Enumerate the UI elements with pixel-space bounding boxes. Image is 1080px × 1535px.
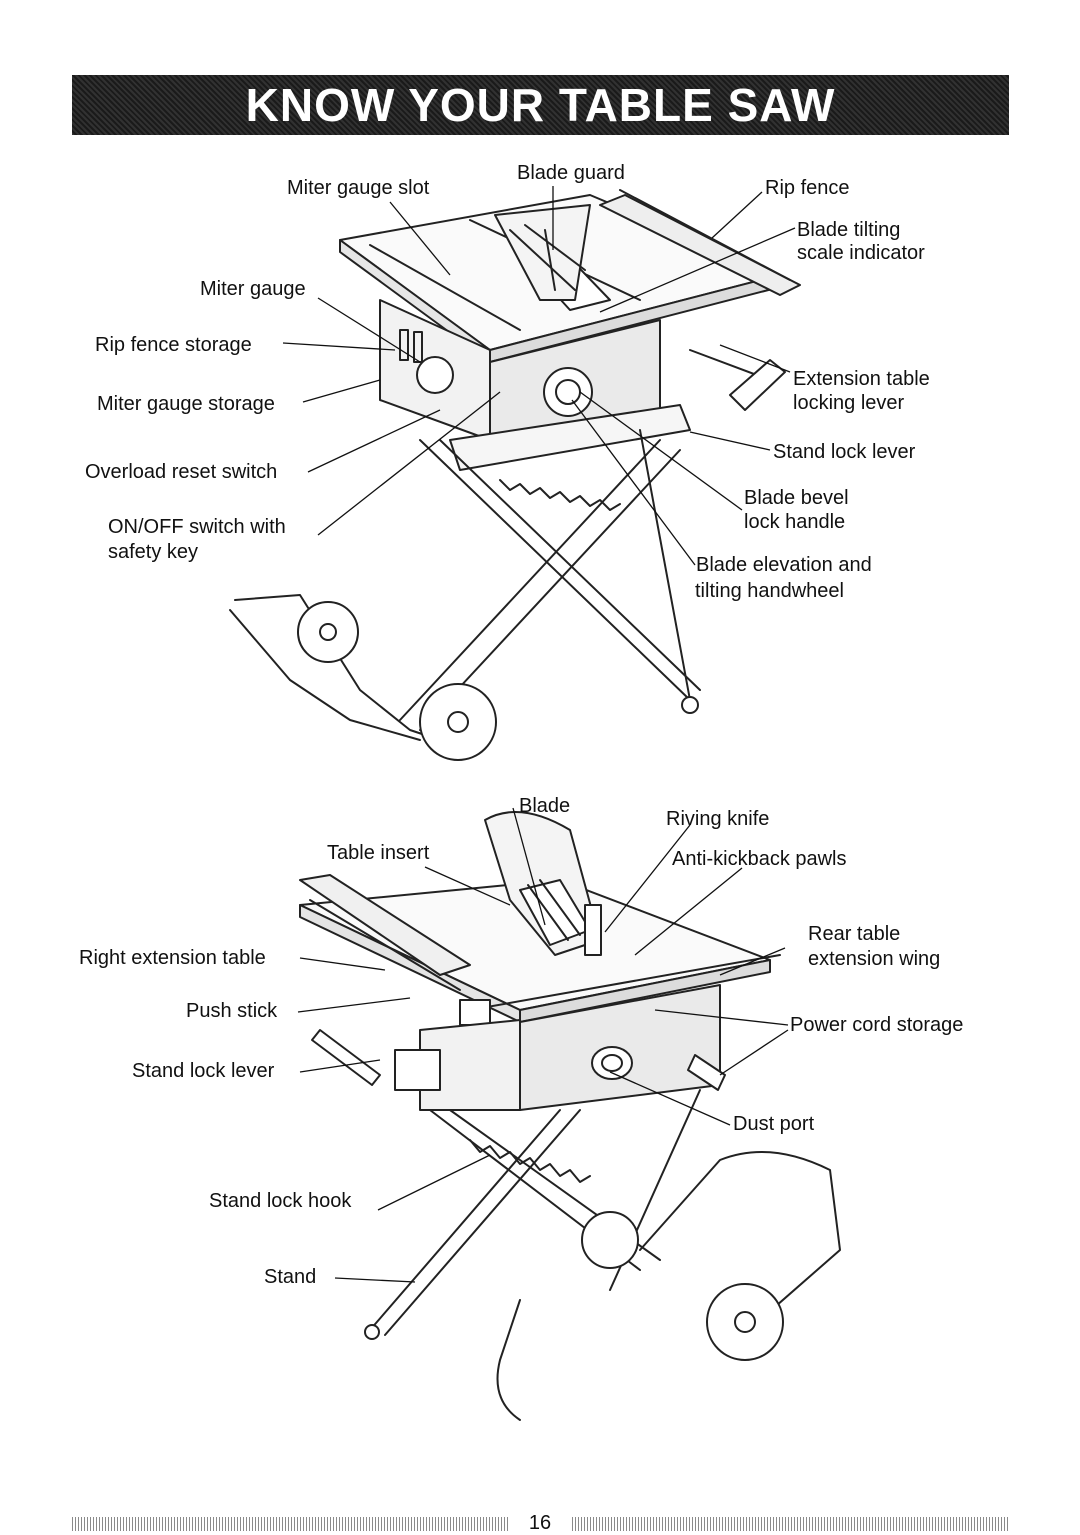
label-overload-reset: Overload reset switch xyxy=(85,461,278,483)
label-blade-guard: Blade guard xyxy=(517,162,625,184)
label-stand-lock-lever-top: Stand lock lever xyxy=(773,441,916,463)
label-rip-fence: Rip fence xyxy=(765,177,850,199)
label-power-cord-storage: Power cord storage xyxy=(790,1014,964,1036)
label-rear-table-1: Rear table xyxy=(808,923,901,945)
leader-lines xyxy=(282,186,796,1283)
label-table-insert: Table insert xyxy=(327,842,430,864)
label-handwheel-2: tilting handwheel xyxy=(695,580,844,602)
page-number: 16 xyxy=(528,1512,552,1534)
label-dust-port: Dust port xyxy=(733,1113,815,1135)
label-stand-lock-hook: Stand lock hook xyxy=(209,1190,352,1212)
label-onoff-1: ON/OFF switch with xyxy=(108,516,286,538)
label-miter-gauge-storage: Miter gauge storage xyxy=(97,393,275,415)
label-anti-kickback: Anti-kickback pawls xyxy=(672,848,847,870)
label-blade: Blade xyxy=(519,795,571,817)
label-right-extension: Right extension table xyxy=(79,947,266,969)
top-saw-drawing xyxy=(229,189,801,761)
label-blade-tilting-1: Blade tilting xyxy=(797,219,901,241)
label-rip-fence-storage: Rip fence storage xyxy=(95,334,252,356)
label-rear-table-2: extension wing xyxy=(808,948,941,970)
label-miter-gauge: Miter gauge xyxy=(200,278,306,300)
label-extension-lock-2: locking lever xyxy=(793,392,905,414)
label-riving-knife: Riving knife xyxy=(666,808,770,830)
label-extension-lock-1: Extension table xyxy=(793,368,930,390)
footer-rule-left xyxy=(72,1517,508,1531)
label-onoff-2: safety key xyxy=(108,541,199,563)
footer-rule-right xyxy=(572,1517,1009,1531)
title-banner: KNOW YOUR TABLE SAW xyxy=(72,75,1009,135)
bottom-saw-drawing xyxy=(299,811,841,1421)
label-miter-gauge-slot: Miter gauge slot xyxy=(287,177,430,199)
label-push-stick: Push stick xyxy=(186,1000,278,1022)
label-stand: Stand xyxy=(264,1266,317,1288)
label-bevel-lock-2: lock handle xyxy=(744,511,846,533)
label-bevel-lock-1: Blade bevel xyxy=(744,487,849,509)
label-handwheel-1: Blade elevation and xyxy=(696,554,872,576)
label-stand-lock-lever-bottom: Stand lock lever xyxy=(132,1060,275,1082)
page-title: KNOW YOUR TABLE SAW xyxy=(245,79,836,131)
label-blade-tilting-2: scale indicator xyxy=(797,242,925,264)
